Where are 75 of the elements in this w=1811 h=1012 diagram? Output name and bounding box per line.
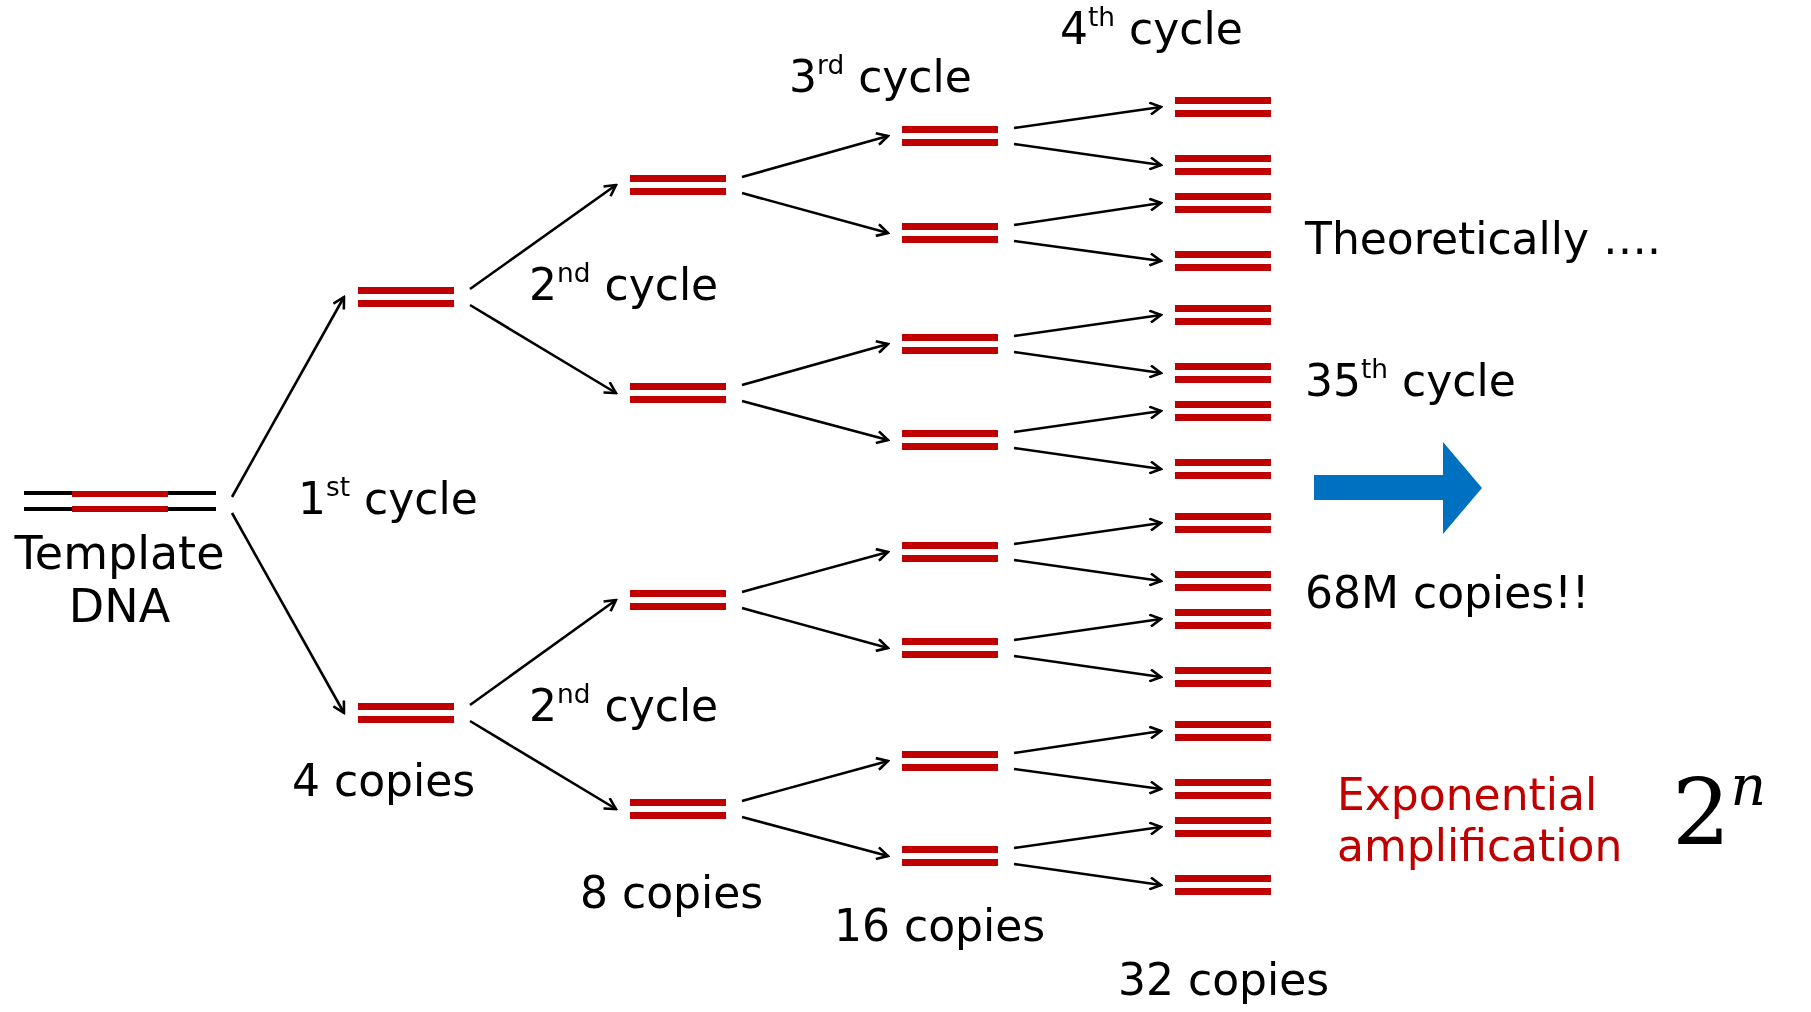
dna-duplex-icon [1175, 667, 1271, 687]
dna-duplex-icon [1175, 875, 1271, 895]
arrow [741, 606, 890, 653]
arrow [1013, 446, 1163, 475]
text-label: 2$^{nd}$ cycle [529, 260, 719, 311]
dna-duplex-icon [1175, 251, 1271, 271]
arrow [469, 598, 618, 707]
formula: 2$^{n}$ [1672, 760, 1767, 866]
text-label: 2$^{nd}$ cycle [529, 681, 719, 732]
arrow [741, 339, 890, 387]
dna-duplex-icon [1175, 155, 1271, 175]
dna-duplex-icon [1175, 363, 1271, 383]
arrow [1013, 767, 1163, 795]
arrow [469, 303, 618, 395]
dna-duplex-icon [630, 590, 726, 610]
dna-duplex-icon [902, 638, 998, 658]
arrow [1013, 101, 1163, 130]
arrow [741, 756, 890, 803]
dna-duplex-icon [902, 751, 998, 771]
arrow [1013, 821, 1163, 850]
dna-duplex-icon [1175, 193, 1271, 213]
text-label: Theoretically …. [1305, 214, 1662, 265]
arrow [1013, 558, 1163, 587]
dna-duplex-icon [902, 334, 998, 354]
dna-duplex-icon [630, 175, 726, 195]
arrow [1013, 517, 1163, 546]
dna-duplex-icon [902, 126, 998, 146]
arrow [741, 131, 890, 179]
dna-duplex-icon [630, 383, 726, 403]
arrow [1013, 725, 1163, 755]
arrow [230, 295, 346, 498]
arrow [1013, 862, 1163, 891]
dna-duplex-icon [902, 542, 998, 562]
dna-duplex-icon [358, 703, 454, 723]
dna-duplex-icon [630, 799, 726, 819]
arrow [741, 547, 890, 594]
dna-duplex-icon [1175, 721, 1271, 741]
dna-duplex-icon [1175, 401, 1271, 421]
text-label: 16 copies [834, 901, 1046, 952]
arrow [230, 512, 346, 715]
text-label: 4$^{th}$ cycle [1060, 4, 1243, 55]
arrow [1013, 350, 1163, 379]
arrow [1013, 239, 1163, 267]
dna-duplex-icon [1175, 459, 1271, 479]
text-label: 1$^{st}$ cycle [298, 474, 478, 525]
dna-duplex-icon [1175, 609, 1271, 629]
text-label: Exponential amplification [1337, 770, 1624, 872]
arrow [1013, 613, 1163, 642]
text-label: 68M copies!! [1305, 568, 1590, 619]
arrow [1013, 197, 1163, 227]
arrow [469, 719, 618, 811]
arrow [1013, 309, 1163, 338]
arrow [741, 815, 890, 861]
dna-duplex-icon [1175, 779, 1271, 799]
arrow [741, 191, 890, 238]
arrow [1013, 405, 1163, 434]
node-label: Template DNA [13, 527, 226, 633]
text-label: 4 copies [292, 756, 476, 807]
arrow [469, 183, 618, 291]
dna-duplex-icon [902, 223, 998, 243]
dna-duplex-icon [358, 287, 454, 307]
arrow [1013, 142, 1163, 171]
text-label: 8 copies [580, 868, 764, 919]
text-label: 32 copies [1118, 955, 1330, 1006]
dna-duplex-icon [1175, 817, 1271, 837]
dna-duplex-icon [1175, 571, 1271, 591]
dna-duplex-icon [1175, 305, 1271, 325]
arrow [1013, 654, 1163, 683]
dna-duplex-icon [902, 846, 998, 866]
dna-duplex-icon [902, 430, 998, 450]
dna-duplex-icon [1175, 513, 1271, 533]
text-label: 3$^{rd}$ cycle [789, 52, 972, 103]
dna-duplex-icon [1175, 97, 1271, 117]
arrow [741, 399, 890, 445]
text-label: 35$^{th}$ cycle [1305, 356, 1516, 407]
